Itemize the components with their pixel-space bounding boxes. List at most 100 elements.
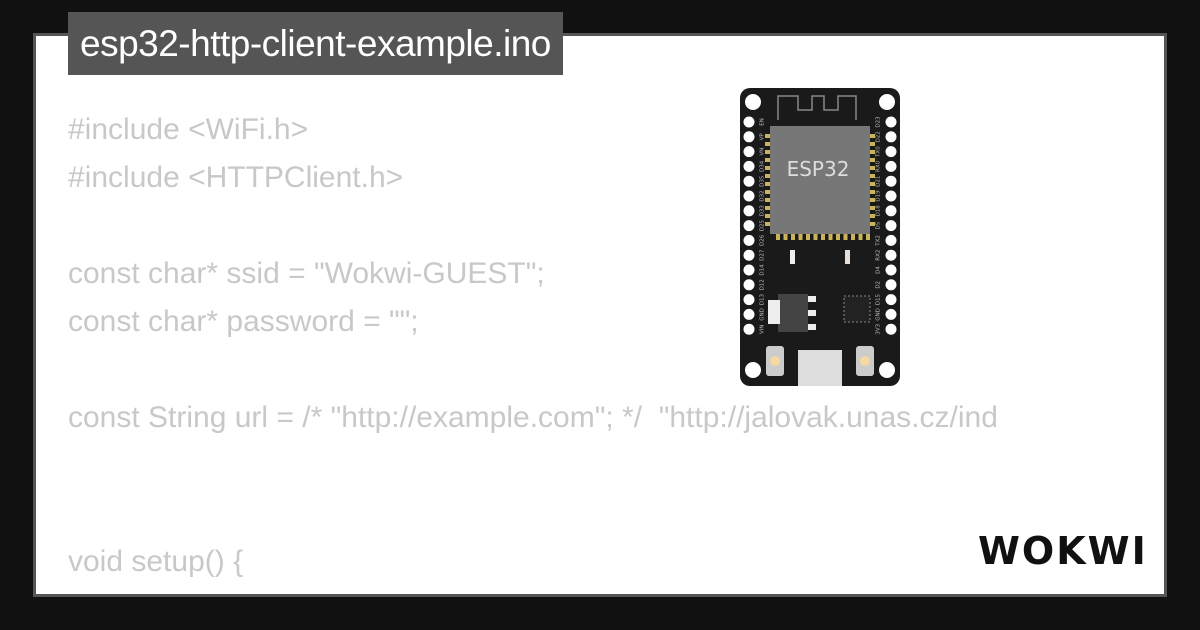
regulator-leg: [808, 324, 816, 330]
mounting-hole: [745, 94, 761, 110]
pin-label: D15: [876, 293, 882, 305]
pin-label: D5: [876, 221, 882, 229]
pin-d15-hole[interactable]: [885, 294, 897, 306]
pin-label: D27: [760, 249, 766, 261]
pin-d5-hole[interactable]: [885, 220, 897, 232]
chip-pad: [776, 234, 780, 240]
logo-text: WOKWI: [978, 529, 1148, 572]
reset-button[interactable]: [860, 356, 870, 366]
chip-pad: [765, 206, 771, 210]
chip-pad: [806, 234, 810, 240]
regulator-leg: [808, 310, 816, 316]
pin-label: D12: [760, 279, 766, 290]
pin-label: RX0: [876, 160, 882, 172]
pin-d12-hole[interactable]: [743, 279, 755, 291]
voltage-regulator: [778, 294, 808, 332]
chip-pad: [765, 214, 771, 218]
pin-vin-hole[interactable]: [743, 323, 755, 335]
mounting-hole: [879, 94, 895, 110]
pin-label: D26: [760, 234, 766, 246]
chip-pad: [869, 174, 875, 178]
chip-pad: [869, 222, 875, 226]
pin-label: D4: [876, 266, 882, 274]
pin-label: RX2: [876, 250, 882, 261]
chip-pad: [765, 150, 771, 154]
pin-gnd-hole[interactable]: [885, 308, 897, 320]
pin-label: 3V3: [876, 323, 882, 334]
chip-pad: [858, 234, 863, 240]
pin-vn-hole[interactable]: [743, 146, 755, 158]
pin-label: D23: [876, 116, 882, 128]
pin-rx0-hole[interactable]: [885, 160, 897, 172]
code-line: const char* ssid = "Wokwi-GUEST";: [68, 257, 545, 290]
pin-label: D32: [760, 190, 766, 201]
chip-pad: [869, 206, 875, 210]
chip-pad: [765, 198, 771, 202]
pin-d34-hole[interactable]: [743, 160, 755, 172]
pin-d25-hole[interactable]: [743, 220, 755, 232]
pin-d4-hole[interactable]: [885, 264, 897, 276]
chip-pad: [851, 234, 855, 240]
chip-pad: [869, 134, 875, 138]
pin-label: D19: [876, 190, 882, 202]
pin-label: D33: [760, 205, 766, 217]
file-title: esp32-http-client-example.ino: [68, 12, 563, 75]
code-line: [68, 490, 998, 538]
regulator-leg: [808, 296, 816, 302]
pin-d32-hole[interactable]: [743, 190, 755, 202]
chip-pad: [828, 234, 833, 240]
pin-d18-hole[interactable]: [885, 205, 897, 217]
pin-label: D18: [876, 205, 882, 217]
pin-label: VP: [760, 133, 766, 141]
pin-d22-hole[interactable]: [885, 131, 897, 143]
pin-d35-hole[interactable]: [743, 175, 755, 187]
chip-pad: [866, 234, 870, 240]
chip-pad: [869, 182, 875, 186]
pin-label: TX2: [876, 235, 882, 247]
code-block: #include <WiFi.h>#include <HTTPClient.h>…: [68, 106, 998, 594]
pin-d27-hole[interactable]: [743, 249, 755, 261]
pin-d2-hole[interactable]: [885, 279, 897, 291]
mounting-hole: [745, 362, 761, 378]
pin-d14-hole[interactable]: [743, 264, 755, 276]
pin-label: GND: [760, 308, 766, 321]
chip-pad: [765, 174, 771, 178]
pin-label: D22: [876, 131, 882, 142]
pin-tx2-hole[interactable]: [885, 234, 897, 246]
esp32-chip: [770, 126, 870, 234]
chip-pad: [765, 166, 771, 170]
pin-rx2-hole[interactable]: [885, 249, 897, 261]
pin-d23-hole[interactable]: [885, 116, 897, 128]
pin-vp-hole[interactable]: [743, 131, 755, 143]
chip-pad: [869, 158, 875, 162]
pin-label: GND: [876, 308, 882, 321]
pin-label: D21: [876, 176, 882, 187]
pin-d19-hole[interactable]: [885, 190, 897, 202]
usb-port-icon: [798, 350, 842, 386]
antenna-trace: [777, 95, 857, 120]
chip-pad: [765, 134, 771, 138]
pin-d26-hole[interactable]: [743, 234, 755, 246]
pin-gnd-hole[interactable]: [743, 308, 755, 320]
chip-pad: [798, 234, 803, 240]
boot-button[interactable]: [770, 356, 780, 366]
pin-d33-hole[interactable]: [743, 205, 755, 217]
chip-pad: [869, 190, 875, 194]
pin-d13-hole[interactable]: [743, 294, 755, 306]
code-line: [68, 442, 998, 490]
pin-en-hole[interactable]: [743, 116, 755, 128]
pin-label: VIN: [760, 324, 766, 334]
esp32-board: ESP32 ENVPVND34D35D32D33D25D26D27D14D12D…: [740, 88, 900, 386]
resistor: [790, 250, 795, 264]
pin-label: D2: [876, 281, 882, 289]
pin-label: D13: [760, 293, 766, 305]
chip-pad: [869, 142, 875, 146]
regulator-tab: [768, 300, 780, 324]
pin-label: D25: [760, 219, 766, 231]
chip-pad: [765, 142, 771, 146]
code-line: #include <WiFi.h>: [68, 113, 309, 146]
pin-tx0-hole[interactable]: [885, 146, 897, 158]
code-line: const String url = /* "http://example.co…: [68, 401, 998, 434]
pin-d21-hole[interactable]: [885, 175, 897, 187]
pin-3v3-hole[interactable]: [885, 323, 897, 335]
